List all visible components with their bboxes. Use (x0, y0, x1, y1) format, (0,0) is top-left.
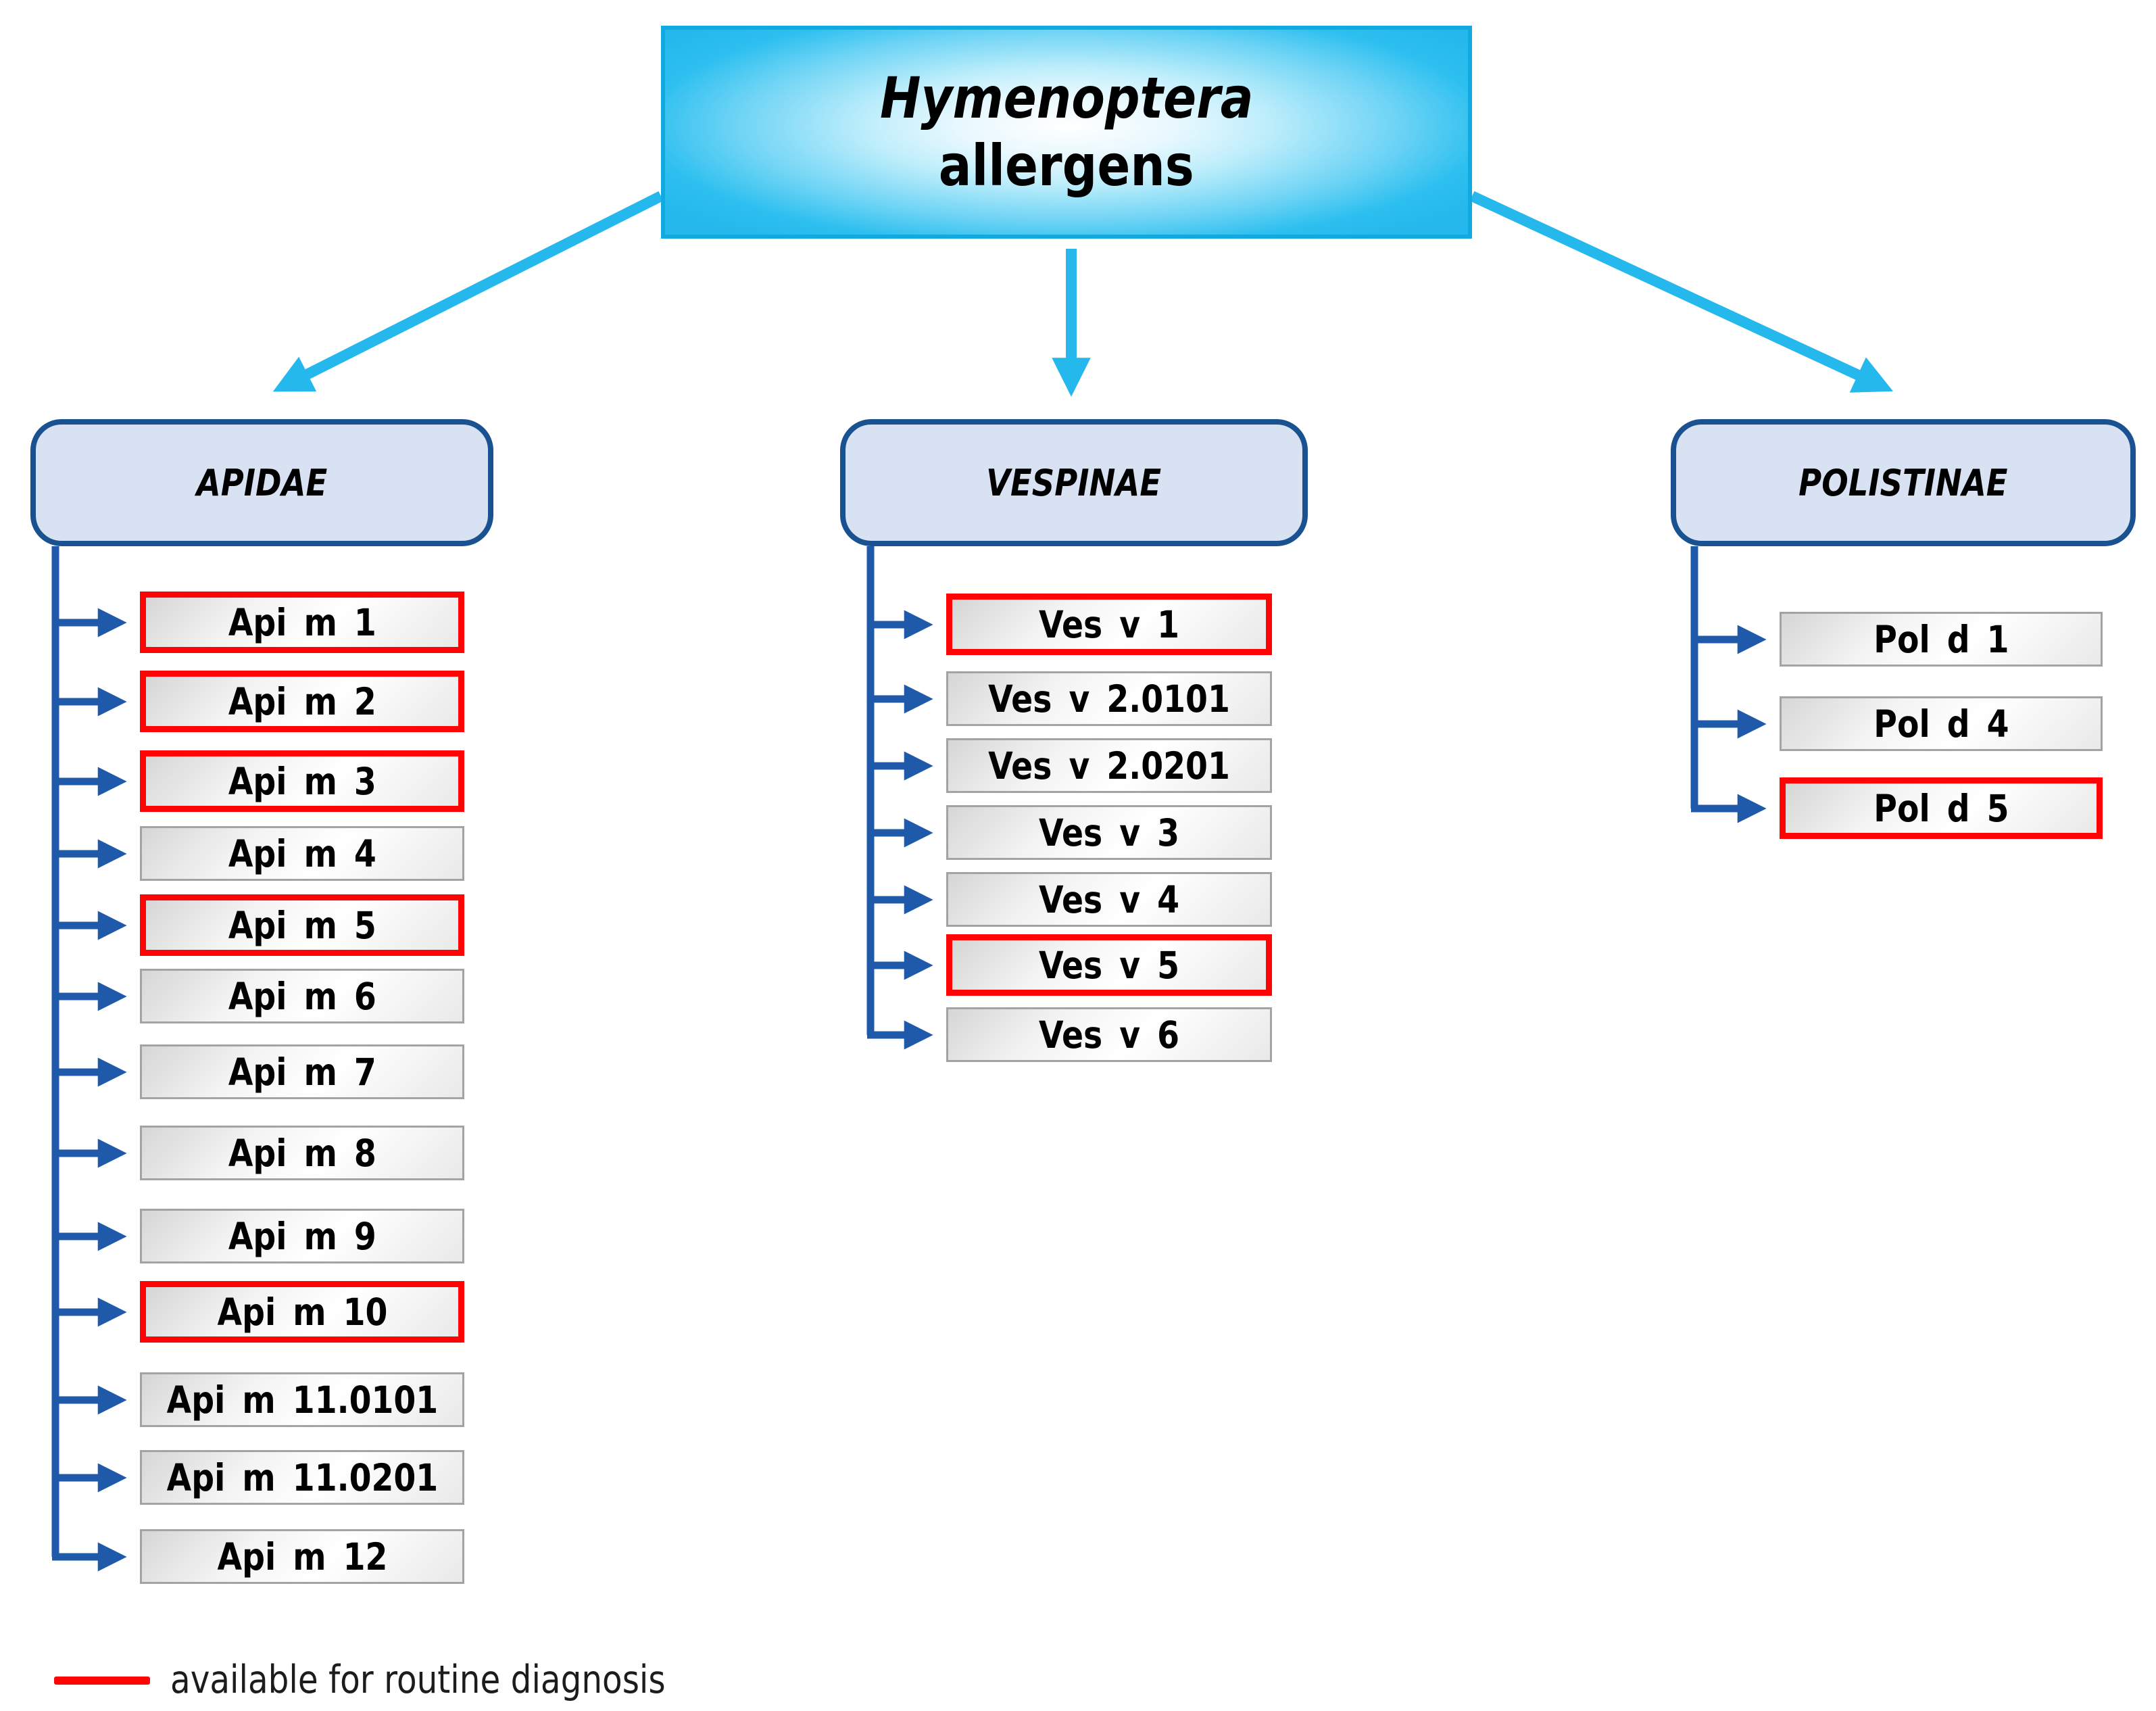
allergen-label-api-m-5: Api m 5 (228, 903, 376, 947)
family-box-polistinae: POLISTINAE (1671, 419, 2136, 546)
allergen-box-api-m-4: Api m 4 (140, 826, 464, 881)
root-node-title-line1: Hymenoptera (879, 65, 1254, 132)
allergen-label-pol-d-4: Pol d 4 (1873, 702, 2009, 746)
allergen-label-api-m-11-0201: Api m 11.0201 (166, 1455, 438, 1499)
branch-arrow-left (272, 191, 664, 392)
allergen-box-api-m-3: Api m 3 (140, 750, 464, 812)
allergen-box-api-m-11-0201: Api m 11.0201 (140, 1450, 464, 1505)
allergen-label-ves-v-6: Ves v 6 (1038, 1013, 1180, 1057)
allergen-box-api-m-11-0101: Api m 11.0101 (140, 1372, 464, 1427)
legend-red-line-icon (54, 1677, 150, 1685)
allergen-box-ves-v-5: Ves v 5 (946, 934, 1272, 996)
allergen-box-ves-v-2-0101: Ves v 2.0101 (946, 671, 1272, 726)
family-label-polistinae: POLISTINAE (1798, 461, 2008, 504)
branch-arrow-right (1469, 191, 1894, 393)
allergen-label-ves-v-5: Ves v 5 (1038, 943, 1180, 987)
family-box-vespinae: VESPINAE (840, 419, 1308, 546)
allergen-label-ves-v-2-0201: Ves v 2.0201 (988, 744, 1230, 788)
allergen-label-api-m-11-0101: Api m 11.0101 (166, 1378, 438, 1422)
family-label-vespinae: VESPINAE (986, 461, 1162, 504)
allergen-box-api-m-9: Api m 9 (140, 1209, 464, 1263)
legend-label: available for routine diagnosis (170, 1658, 666, 1702)
allergen-label-ves-v-4: Ves v 4 (1038, 877, 1180, 921)
allergen-box-ves-v-3: Ves v 3 (946, 805, 1272, 860)
allergen-box-ves-v-6: Ves v 6 (946, 1007, 1272, 1062)
allergen-box-pol-d-5: Pol d 5 (1780, 777, 2103, 839)
allergen-box-ves-v-4: Ves v 4 (946, 872, 1272, 927)
allergen-label-api-m-7: Api m 7 (228, 1050, 376, 1094)
allergen-box-api-m-5: Api m 5 (140, 894, 464, 956)
allergen-box-ves-v-1: Ves v 1 (946, 594, 1272, 655)
allergen-label-api-m-8: Api m 8 (228, 1131, 376, 1175)
allergen-label-pol-d-5: Pol d 5 (1873, 786, 2009, 830)
allergen-box-ves-v-2-0201: Ves v 2.0201 (946, 738, 1272, 793)
allergen-label-api-m-12: Api m 12 (217, 1535, 387, 1579)
allergen-box-api-m-10: Api m 10 (140, 1281, 464, 1343)
allergen-box-api-m-8: Api m 8 (140, 1126, 464, 1180)
allergen-box-pol-d-1: Pol d 1 (1780, 612, 2103, 667)
allergen-label-ves-v-1: Ves v 1 (1038, 602, 1180, 646)
family-label-apidae: APIDAE (196, 461, 328, 504)
allergen-box-pol-d-4: Pol d 4 (1780, 696, 2103, 751)
allergen-label-pol-d-1: Pol d 1 (1873, 617, 2009, 661)
root-node-title-line2: allergens (938, 132, 1195, 199)
allergen-label-api-m-4: Api m 4 (228, 832, 376, 875)
allergen-box-api-m-6: Api m 6 (140, 969, 464, 1023)
allergen-box-api-m-2: Api m 2 (140, 671, 464, 732)
allergen-label-api-m-6: Api m 6 (228, 974, 376, 1018)
allergen-box-api-m-12: Api m 12 (140, 1529, 464, 1584)
allergen-label-ves-v-3: Ves v 3 (1038, 811, 1180, 854)
allergen-box-api-m-7: Api m 7 (140, 1044, 464, 1099)
allergen-box-api-m-1: Api m 1 (140, 592, 464, 653)
allergen-label-api-m-9: Api m 9 (228, 1214, 376, 1258)
root-node-hymenoptera-allergens: Hymenoptera allergens (661, 26, 1472, 239)
allergen-label-api-m-1: Api m 1 (228, 600, 376, 644)
family-box-apidae: APIDAE (30, 419, 493, 546)
allergen-label-api-m-3: Api m 3 (228, 759, 376, 803)
allergen-label-api-m-10: Api m 10 (217, 1290, 387, 1334)
allergen-label-ves-v-2-0101: Ves v 2.0101 (988, 677, 1230, 721)
allergen-label-api-m-2: Api m 2 (228, 679, 376, 723)
